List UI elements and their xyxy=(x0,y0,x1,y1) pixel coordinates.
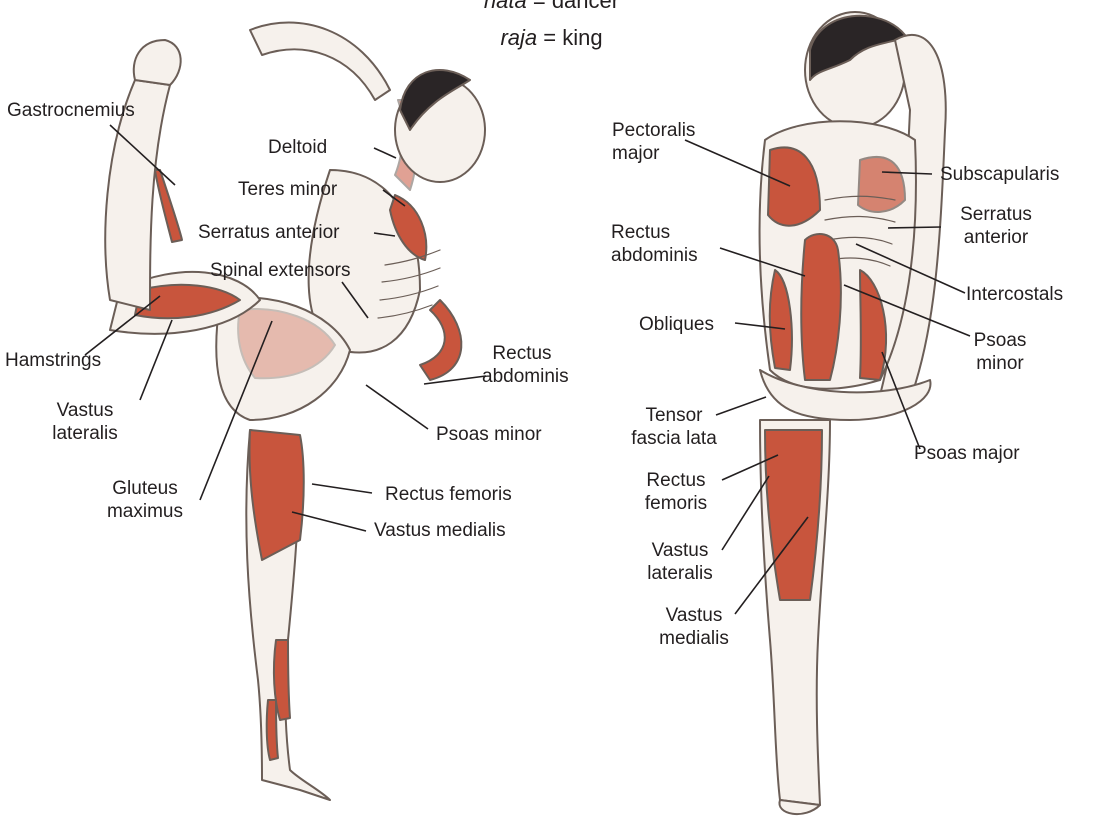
label-spinal-extensors: Spinal extensors xyxy=(210,259,350,282)
label-psoas-minor-left: Psoas minor xyxy=(436,423,542,446)
label-teres-minor: Teres minor xyxy=(238,178,337,201)
label-obliques: Obliques xyxy=(639,313,714,336)
label-vastus-medialis-right: Vastus medialis xyxy=(651,604,737,650)
label-pectoralis-major: Pectoralis major xyxy=(612,119,695,165)
label-psoas-minor-right: Psoas minor xyxy=(970,329,1030,375)
label-tensor-fascia-lata: Tensor fascia lata xyxy=(626,404,722,450)
label-vastus-lateralis-right: Vastus lateralis xyxy=(640,539,720,585)
label-hamstrings: Hamstrings xyxy=(5,349,101,372)
label-intercostals: Intercostals xyxy=(966,283,1063,306)
label-deltoid: Deltoid xyxy=(268,136,327,159)
label-rectus-abdominis-right: Rectus abdominis xyxy=(611,221,698,267)
label-vastus-lateralis-left: Vastus lateralis xyxy=(45,399,125,445)
label-psoas-major: Psoas major xyxy=(914,442,1020,465)
label-subscapularis: Subscapularis xyxy=(940,163,1059,186)
label-rectus-femoris-left: Rectus femoris xyxy=(385,483,512,506)
label-vastus-medialis-left: Vastus medialis xyxy=(374,519,506,542)
right-figure xyxy=(760,12,946,814)
label-gastrocnemius: Gastrocnemius xyxy=(7,99,135,122)
label-rectus-abdominis-left: Rectus abdominis xyxy=(482,342,562,388)
label-gluteus-maximus: Gluteus maximus xyxy=(100,477,190,523)
label-rectus-femoris-right: Rectus femoris xyxy=(636,469,716,515)
label-serratus-anterior-right: Serratus anterior xyxy=(948,203,1044,249)
label-serratus-anterior-left: Serratus anterior xyxy=(198,221,340,244)
